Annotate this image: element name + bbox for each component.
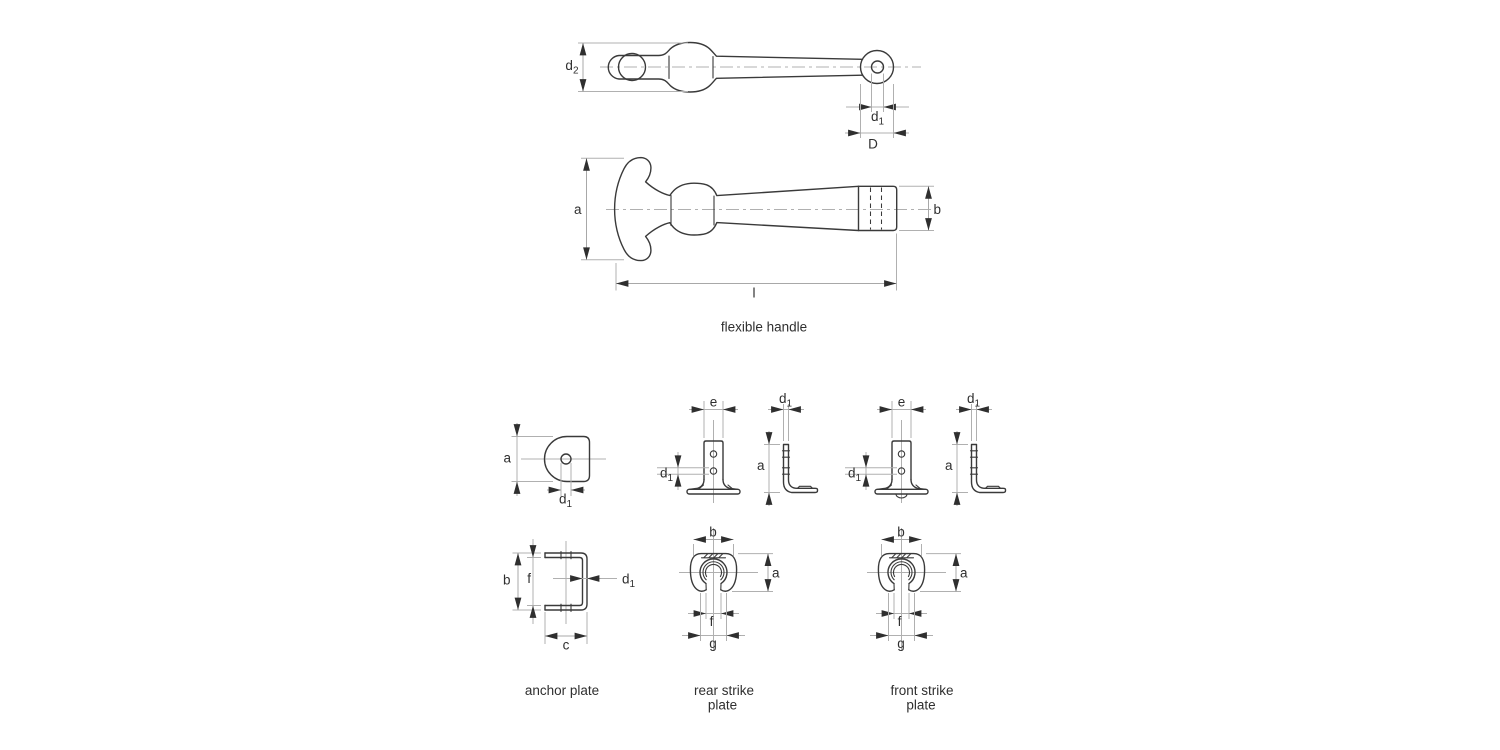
rear-strike-plate-views: [657, 401, 819, 651]
dim-label-d1-anchor-top: d1: [559, 492, 573, 511]
dim-label-g-front: g: [897, 636, 905, 651]
dim-label-b-anchor: b: [503, 573, 511, 588]
dim-label-a-rear-side: a: [757, 458, 765, 473]
caption-flexible-handle: flexible handle: [721, 320, 807, 335]
dim-label-a-front-side: a: [945, 458, 953, 473]
caption-rear-strike-line1: rear strike: [694, 683, 754, 698]
caption-rear-strike-line2: plate: [708, 698, 737, 713]
dim-label-a-anchor-top: a: [503, 451, 511, 466]
front-strike-plate-views: [845, 401, 1006, 651]
dim-label-b-rear-key: b: [709, 525, 717, 540]
caption-front-strike-line1: front strike: [890, 683, 953, 698]
dim-label-d1-front-side: d1: [967, 391, 981, 410]
dim-label-e-rear: e: [710, 395, 718, 410]
dim-label-D: D: [868, 137, 878, 152]
dim-label-b-front-key: b: [897, 525, 905, 540]
captions: anchor plate rear strike plate front str…: [525, 683, 954, 713]
handle-top-view: d2 d1 D: [565, 41, 921, 152]
anchor-plate-side-view: b f c d1: [503, 539, 636, 653]
dim-label-f-rear: f: [710, 614, 714, 629]
dim-label-b-handle: b: [934, 202, 942, 217]
caption-front-strike-line2: plate: [906, 698, 935, 713]
dim-label-d1-rear-front: d1: [660, 466, 674, 485]
dim-label-f-front: f: [898, 614, 902, 629]
dim-label-c: c: [563, 638, 570, 653]
dim-label-d1-anchor-side: d1: [622, 572, 636, 591]
dim-label-d1-topview: d1: [871, 109, 885, 128]
dim-label-d1-rear-side: d1: [779, 391, 793, 410]
dim-label-a-rear-key: a: [772, 566, 780, 581]
caption-anchor-plate: anchor plate: [525, 683, 599, 698]
anchor-plate-top-view: a d1: [503, 423, 606, 510]
dim-label-g-rear: g: [709, 636, 717, 651]
dim-label-f-anchor: f: [527, 571, 531, 586]
dim-label-e-front: e: [898, 395, 906, 410]
rear-strike-plate-labels: e d1 d1 a b a f g: [660, 391, 793, 651]
dim-label-a-handle: a: [574, 202, 582, 217]
dim-label-d2: d2: [565, 58, 579, 77]
dim-label-d1-front-front: d1: [848, 466, 862, 485]
dim-label-a-front-key: a: [960, 566, 968, 581]
front-strike-plate-labels: e d1 d1 a b a f g: [848, 391, 981, 651]
handle-side-view: a b l flexible handle: [574, 156, 942, 335]
dim-label-l: l: [753, 286, 756, 301]
front-strike-foot-bump: [895, 493, 908, 499]
